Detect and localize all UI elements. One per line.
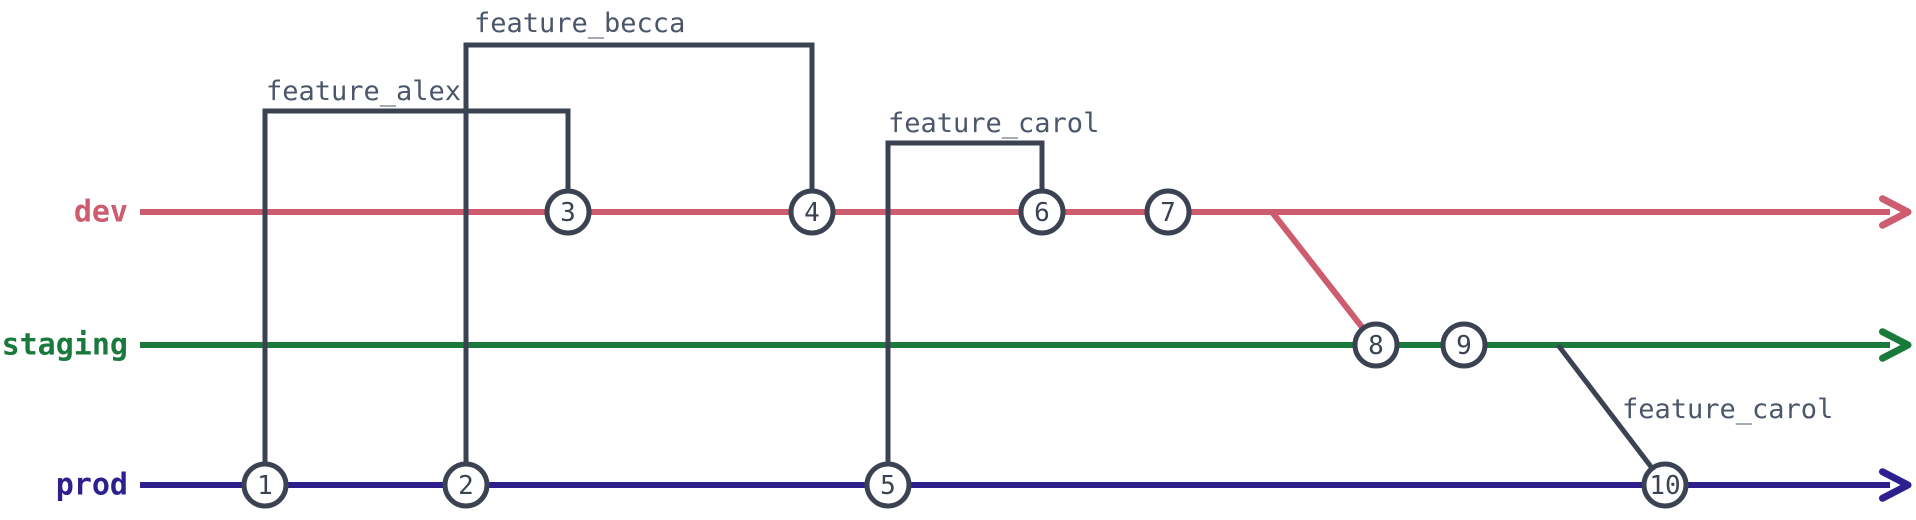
commit-node-5[interactable]: 5 bbox=[864, 461, 912, 509]
commit-circle-4[interactable] bbox=[788, 188, 836, 236]
branch-lines-group bbox=[140, 209, 1890, 488]
merge-path-dev-to-staging-merge bbox=[1269, 210, 1379, 347]
commit-label-1: 1 bbox=[257, 471, 273, 501]
commit-circle-5[interactable] bbox=[864, 461, 912, 509]
commit-circle-7[interactable] bbox=[1144, 188, 1192, 236]
feature-branch-path-feature_becca bbox=[463, 42, 815, 485]
commit-label-2: 2 bbox=[458, 471, 474, 501]
branch-labels-group: dev staging prod bbox=[2, 195, 128, 503]
feature-branch-labels-group: feature_alexfeature_beccafeature_carolfe… bbox=[266, 8, 1833, 425]
feature-branch-paths-group bbox=[262, 42, 1667, 487]
commit-node-7[interactable]: 7 bbox=[1144, 188, 1192, 236]
commit-nodes-group: 1 2 3 4 5 6 7 8 9 10 bbox=[241, 188, 1689, 509]
commit-label-5: 5 bbox=[880, 471, 896, 501]
commit-circle-3[interactable] bbox=[544, 188, 592, 236]
commit-label-4: 4 bbox=[804, 198, 820, 228]
commit-circle-1[interactable] bbox=[241, 461, 289, 509]
feature-branch-label-feature_carol_left: feature_carol bbox=[888, 108, 1099, 139]
branch-label-staging: staging bbox=[2, 328, 128, 363]
commit-label-8: 8 bbox=[1368, 331, 1384, 361]
feature-branch-label-feature_carol_right: feature_carol bbox=[1622, 394, 1833, 425]
feature-branch-path-feature_alex bbox=[262, 108, 571, 485]
merge-paths-group bbox=[1269, 210, 1379, 347]
feature-branch-label-feature_becca: feature_becca bbox=[474, 8, 685, 39]
commit-circle-2[interactable] bbox=[442, 461, 490, 509]
commit-label-10: 10 bbox=[1649, 471, 1680, 501]
commit-circle-6[interactable] bbox=[1018, 188, 1066, 236]
commit-label-7: 7 bbox=[1160, 198, 1176, 228]
staging-arrowhead bbox=[1879, 328, 1912, 362]
commit-node-3[interactable]: 3 bbox=[544, 188, 592, 236]
commit-node-6[interactable]: 6 bbox=[1018, 188, 1066, 236]
commit-node-10[interactable]: 10 bbox=[1641, 461, 1689, 509]
commit-node-1[interactable]: 1 bbox=[241, 461, 289, 509]
commit-label-6: 6 bbox=[1034, 198, 1050, 228]
commit-node-9[interactable]: 9 bbox=[1440, 321, 1488, 369]
commit-node-4[interactable]: 4 bbox=[788, 188, 836, 236]
dev-arrowhead bbox=[1879, 195, 1912, 229]
commit-label-3: 3 bbox=[560, 198, 576, 228]
feature-branch-path-feature_carol_right bbox=[1556, 343, 1667, 487]
prod-arrowhead bbox=[1879, 468, 1912, 502]
branch-arrowheads-group bbox=[1879, 195, 1912, 502]
commit-circle-10[interactable] bbox=[1641, 461, 1689, 509]
feature-branch-path-feature_carol_left bbox=[885, 140, 1045, 485]
commit-label-9: 9 bbox=[1456, 331, 1472, 361]
branch-label-prod: prod bbox=[56, 468, 128, 503]
commit-circle-9[interactable] bbox=[1440, 321, 1488, 369]
commit-node-8[interactable]: 8 bbox=[1352, 321, 1400, 369]
commit-node-2[interactable]: 2 bbox=[442, 461, 490, 509]
branch-label-dev: dev bbox=[74, 195, 128, 230]
commit-circle-8[interactable] bbox=[1352, 321, 1400, 369]
feature-branch-label-feature_alex: feature_alex bbox=[266, 76, 461, 107]
